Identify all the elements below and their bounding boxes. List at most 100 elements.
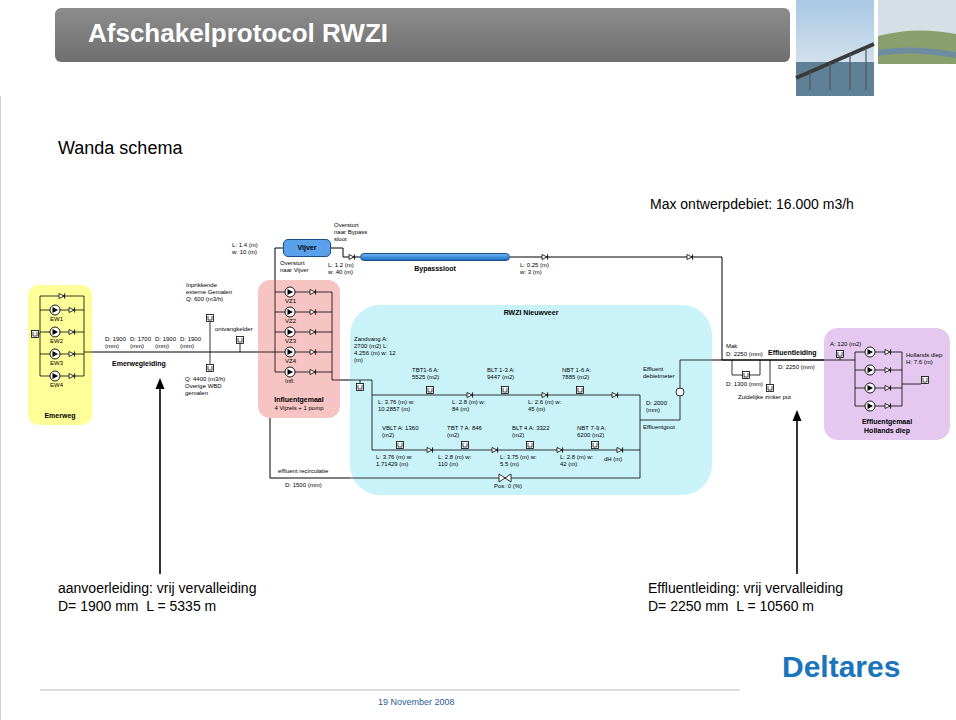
node-title: Bypasssloot xyxy=(414,265,456,273)
landscape-photo-land xyxy=(878,30,956,64)
check-valve xyxy=(310,289,316,294)
pointer-arrow xyxy=(159,388,161,574)
dimension-label: Inprikkende externe Gemalen Q: 600 (m3/h… xyxy=(186,282,236,303)
tank-symbol xyxy=(207,365,214,372)
pump-symbol xyxy=(285,287,295,297)
pump-symbol xyxy=(285,307,295,317)
dimension-label: VZ4 xyxy=(285,358,296,365)
pond-box: Vijver xyxy=(283,239,331,257)
tank-symbol xyxy=(397,442,404,449)
dimension-label: Overstort naar Vijver xyxy=(280,260,316,274)
dimension-label: EW2 xyxy=(50,338,63,345)
company-logo: Deltares xyxy=(782,650,900,684)
tank-symbol xyxy=(527,442,534,449)
dimension-label: D: 1700 (mm) xyxy=(130,336,154,350)
pump-symbol xyxy=(865,383,875,393)
check-valve xyxy=(59,293,65,298)
tank-symbol xyxy=(767,385,774,392)
check-valve xyxy=(885,367,891,372)
influent-station-region: Influentgemaal4 Vijzels + 1 pomp xyxy=(258,280,340,418)
bridge-photo xyxy=(796,0,874,96)
pipe-connector xyxy=(270,418,350,478)
dimension-label: D: 1900 (mm) xyxy=(155,336,179,350)
check-valve xyxy=(310,349,316,354)
note-text: Effluentleiding: vrij vervalleiding xyxy=(648,580,843,596)
tank-symbol xyxy=(922,377,929,384)
dimension-label: Effluentgoot xyxy=(643,424,675,431)
footer-rule xyxy=(40,690,740,691)
dimension-label: L: 1.4 (m) w: 10 (m) xyxy=(232,242,262,256)
ditch-bar xyxy=(360,253,510,261)
dimension-label: dH (m) xyxy=(604,456,622,463)
bridge-deck xyxy=(796,44,874,78)
subheading: Wanda schema xyxy=(58,138,182,159)
control-valve xyxy=(499,474,511,482)
dimension-label: D: 2250 (mm) xyxy=(778,364,815,371)
pump-manifold xyxy=(39,296,92,376)
tank-symbol xyxy=(357,384,364,391)
tank-symbol xyxy=(592,442,599,449)
dimension-label: Zandvang A: 2700 (m2) L: 4.256 (m) w: 12… xyxy=(354,336,398,364)
dimension-label: D: 2250 (mm) xyxy=(726,351,763,358)
pump-symbol xyxy=(285,367,295,377)
pump-symbol xyxy=(285,327,295,337)
dimension-label: Zuidelijke zinker put xyxy=(738,394,791,401)
dimension-label: Q: 4400 (m3/h) Overige WBD gemalen xyxy=(185,376,243,397)
dimension-label: EW4 xyxy=(50,382,63,389)
check-valve xyxy=(492,447,498,452)
pipe-connector xyxy=(340,380,350,381)
tank-symbol xyxy=(462,442,469,449)
dimension-label: VZ1 xyxy=(285,298,296,305)
tank-symbol xyxy=(207,315,214,322)
check-valve xyxy=(542,254,548,259)
tank-symbol xyxy=(427,387,434,394)
tank-symbol xyxy=(837,351,844,358)
dimension-label: EW3 xyxy=(50,360,63,367)
dimension-label: L: 2.8 (m) w: 42 (m) xyxy=(560,454,596,468)
check-valve xyxy=(885,385,891,390)
dimension-label: D: 1300 (mm) xyxy=(726,381,763,388)
dimension-label: L: 0.25 (m) w: 3 (m) xyxy=(520,262,554,276)
check-valve xyxy=(427,447,433,452)
dimension-label: L: 3.76 (m) w: 10.2857 (m) xyxy=(378,399,426,413)
pump-symbol xyxy=(50,371,60,381)
pipe-connector xyxy=(510,257,824,360)
dimension-label: D: 1900 (mm) xyxy=(180,336,204,350)
dimension-label: Effluent debietmeter xyxy=(643,366,677,380)
dimension-label: TBT 7 A: 846 (m2) xyxy=(447,425,485,439)
pipe-label: effluent recirculatie xyxy=(278,468,328,475)
check-valve xyxy=(467,392,473,397)
dimension-label: VBLT A: 1360 (m2) xyxy=(382,425,420,439)
check-valve xyxy=(687,254,693,259)
dimension-label: L: 2.8 (m) w: 84 (m) xyxy=(452,399,486,413)
dimension-label: Infl. xyxy=(285,378,295,385)
check-valve xyxy=(885,403,891,408)
check-valve xyxy=(310,369,316,374)
dimension-label: BLT 1-3 A: 9447 (m2) xyxy=(487,367,525,381)
check-valve xyxy=(617,447,623,452)
check-valve xyxy=(557,447,563,452)
dimension-label: Mak xyxy=(726,343,737,350)
tank-symbol xyxy=(577,387,584,394)
node-title: RWZI Nieuwveer xyxy=(504,309,559,317)
dimension-label: Pos: 0 (%) xyxy=(494,483,522,490)
pointer-arrow-head xyxy=(793,410,802,421)
dimension-label: NBT 7-9 A: 6200 (m2) xyxy=(577,425,615,439)
flow-meter xyxy=(676,388,684,396)
check-valve xyxy=(310,329,316,334)
dimension-label: L: 3.76 (m) w: 1.71429 (m) xyxy=(376,454,424,468)
dimension-label: VZ2 xyxy=(285,318,296,325)
slide-title: Afschakelprotocol RWZI xyxy=(88,18,388,49)
tank-symbol xyxy=(237,337,244,344)
dimension-label: Overstort naar Bypass sloot xyxy=(334,222,372,243)
pointer-arrow xyxy=(796,420,798,574)
dimension-label: D: 1500 (mm) xyxy=(285,482,322,489)
node-subtitle: 4 Vijzels + 1 pomp xyxy=(274,405,323,412)
slide-border xyxy=(0,96,1,720)
node-title: Effluentgemaal Hollands diep xyxy=(847,418,927,435)
dimension-label: Hollands diep H: 7.6 (m) xyxy=(906,352,948,366)
pump-manifold xyxy=(258,280,340,380)
dimension-label: D: 2000 (mm) xyxy=(646,400,672,414)
note-text: aanvoerleiding: vrij vervalleiding xyxy=(58,580,256,596)
dimension-label: A: 120 (m2) xyxy=(830,341,861,348)
